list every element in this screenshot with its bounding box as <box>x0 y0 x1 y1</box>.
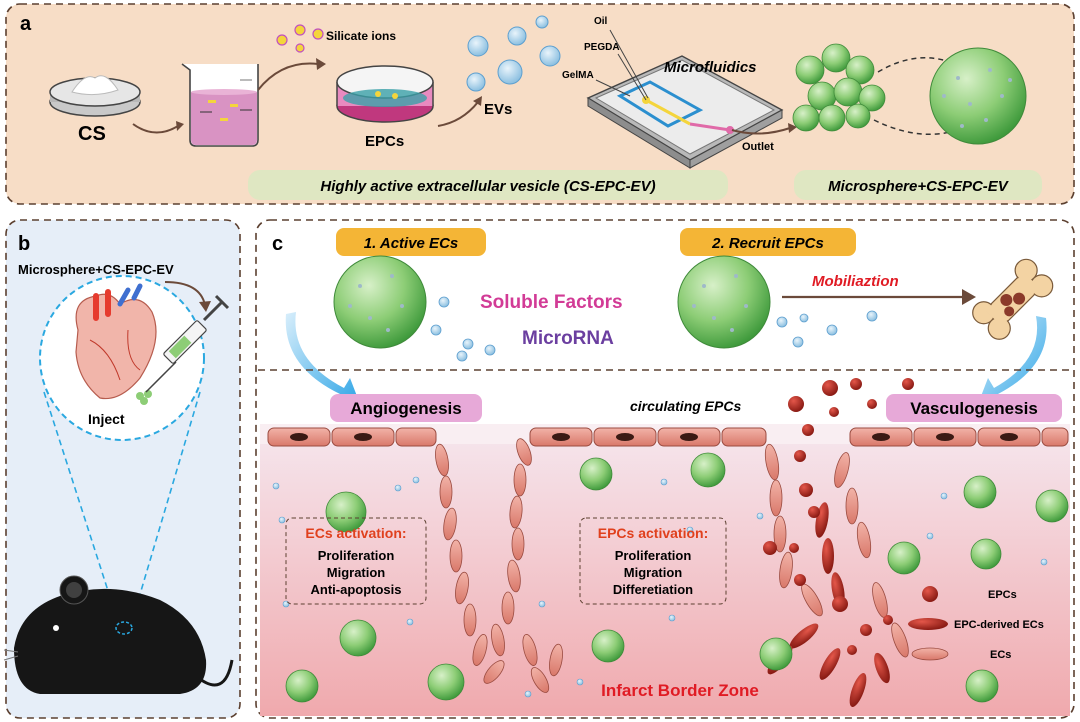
vasculogenesis-tag <box>886 394 1062 422</box>
silicate-ions-icon <box>276 24 324 53</box>
bone-icon <box>972 258 1054 340</box>
mouse-icon <box>3 575 234 694</box>
arrow-outlet <box>731 127 791 135</box>
angiogenesis-tag <box>330 394 482 422</box>
panel-a-letter: a <box>20 13 32 35</box>
banner-microsphere-text: Microsphere+CS-EPC-EV <box>828 178 1010 195</box>
step2-tag <box>680 228 856 256</box>
tissue-microspheres <box>285 452 1069 703</box>
epcs-activation-item: Migration <box>624 565 683 580</box>
infarct-zone-label: Infarct Border Zone <box>601 681 759 700</box>
banner-ev <box>248 170 728 200</box>
ecs-activation-item: Anti-apoptosis <box>311 582 402 597</box>
soluble-factors-label: Soluble Factors <box>480 292 623 313</box>
legend-ecs-label: ECs <box>990 649 1011 661</box>
legend-ecs-swatch <box>911 647 949 661</box>
epc-dish <box>336 65 434 123</box>
ecs-activation-title: ECs activation: <box>305 525 406 541</box>
legend: EPCs EPC-derived ECs ECs <box>908 586 1044 661</box>
panel-c: c 1. Active ECs 2. Recruit EPCs Soluble … <box>255 219 1075 719</box>
syringe-icon <box>145 294 230 393</box>
ecs-activation-item: Migration <box>327 565 386 580</box>
inject-label: Inject <box>88 411 125 427</box>
banner-ev-text: Highly active extracellular vesicle (CS-… <box>320 178 655 195</box>
microrna-label: MicroRNA <box>522 328 614 349</box>
panel-b-letter: b <box>18 233 30 255</box>
step1-tag <box>336 228 486 256</box>
oil-label: Oil <box>594 16 608 27</box>
step2-text: 2. Recruit EPCs <box>711 235 824 252</box>
vasculogenesis-text: Vasculogenesis <box>910 399 1038 418</box>
circulating-label: circulating EPCs <box>630 398 741 414</box>
vasculogenesis-vessel <box>764 443 909 708</box>
silicate-label: Silicate ions <box>326 29 396 43</box>
microsphere-2-icon <box>677 255 771 349</box>
panel-a: a CS <box>5 3 1075 205</box>
arrow-cs-to-beaker <box>132 123 179 134</box>
circulating-epcs <box>763 378 914 655</box>
microsphere-cluster-icon <box>792 43 886 132</box>
angiogenesis-sprout <box>435 438 563 693</box>
arrow-to-evs <box>437 101 479 127</box>
microsphere-1-icon <box>333 255 427 349</box>
step1-text: 1. Active ECs <box>364 235 459 252</box>
epcs-label: EPCs <box>365 133 404 150</box>
legend-epc-derived-label: EPC-derived ECs <box>954 619 1044 631</box>
microfluidics-label: Microfluidics <box>664 59 757 76</box>
panel-b-title: Microsphere+CS-EPC-EV <box>18 262 174 277</box>
gelma-label: GelMA <box>562 70 594 81</box>
mobilization-label: Mobiliaztion <box>812 273 899 290</box>
microsphere-enlarged-icon <box>929 47 1027 145</box>
ev-particles-icon <box>430 296 878 362</box>
cs-dish <box>49 75 141 117</box>
legend-epc-derived-swatch <box>908 618 948 630</box>
evs-label: EVs <box>484 101 512 118</box>
arrow-silicate <box>257 62 319 91</box>
cs-label: CS <box>78 123 106 145</box>
heart-icon <box>75 283 157 405</box>
beaker <box>181 63 259 147</box>
panel-b: b Microsphere+CS-EPC-EV Inject <box>3 219 241 719</box>
evs-icon <box>466 15 561 92</box>
epcs-activation-item: Proliferation <box>615 548 692 563</box>
epcs-activation-box <box>579 517 727 605</box>
pegda-label: PEGDA <box>584 42 620 53</box>
legend-epcs-label: EPCs <box>988 589 1017 601</box>
panel-c-letter: c <box>272 233 283 255</box>
angiogenesis-text: Angiogenesis <box>350 399 461 418</box>
ecs-activation-item: Proliferation <box>318 548 395 563</box>
microfluidic-chip <box>586 29 784 169</box>
banner-microsphere <box>794 170 1042 200</box>
ecs-activation-box <box>285 517 427 605</box>
epcs-activation-item: Differetiation <box>613 582 693 597</box>
outlet-label: Outlet <box>742 141 774 153</box>
epcs-activation-title: EPCs activation: <box>598 525 708 541</box>
legend-epc-swatch <box>922 586 938 602</box>
